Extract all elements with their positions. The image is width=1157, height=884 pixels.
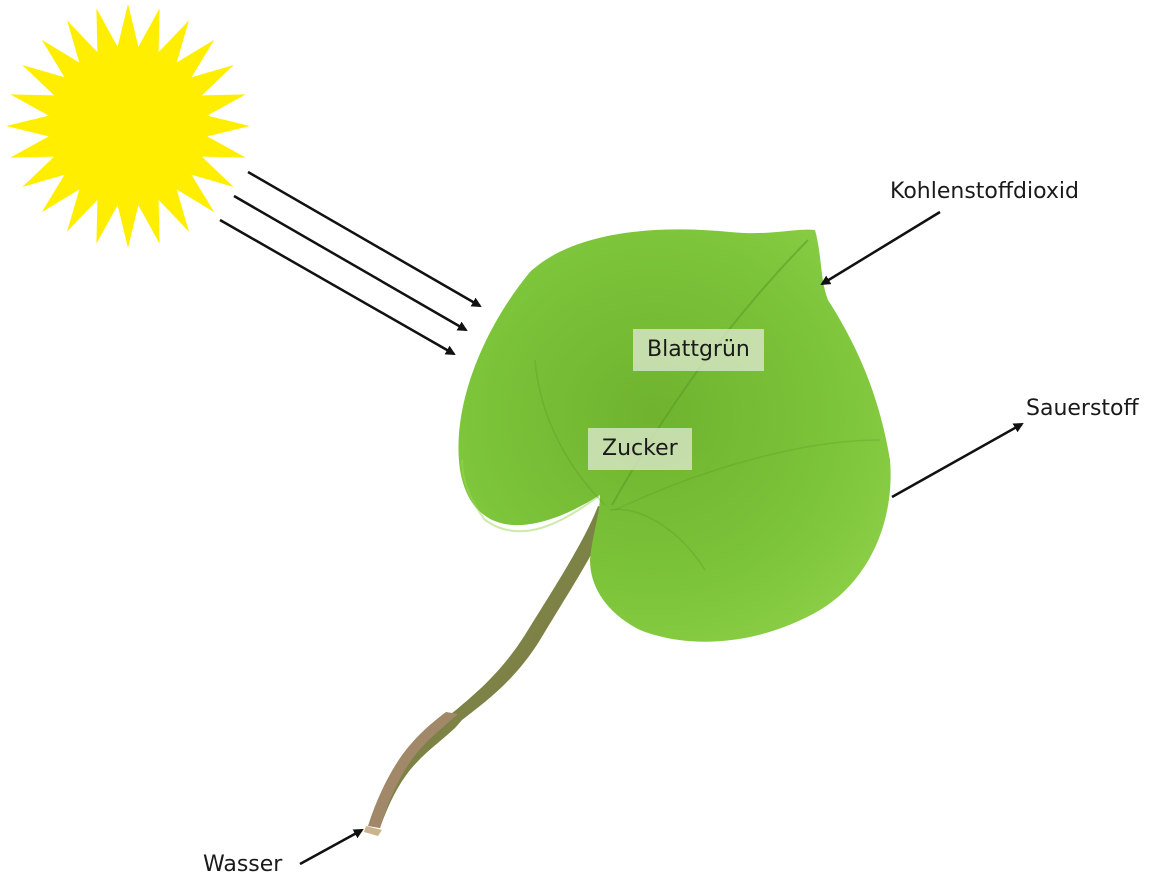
water-label: Wasser: [203, 854, 282, 876]
chlorophyll-label: Blattgrün: [633, 329, 764, 371]
sugar-label: Zucker: [588, 428, 692, 470]
sunlight-arrow: [220, 220, 454, 354]
carbon-dioxide-label: Kohlenstoffdioxid: [890, 181, 1079, 203]
carbon-dioxide-arrow: [822, 212, 940, 284]
sun-icon: [6, 4, 250, 248]
leaf-stem: [364, 506, 612, 836]
sunlight-arrows: [220, 172, 480, 354]
sunlight-arrow: [248, 172, 480, 306]
oxygen-arrow: [892, 424, 1022, 497]
oxygen-label: Sauerstoff: [1026, 398, 1139, 420]
water-arrow: [300, 830, 362, 864]
sunlight-arrow: [234, 196, 466, 330]
